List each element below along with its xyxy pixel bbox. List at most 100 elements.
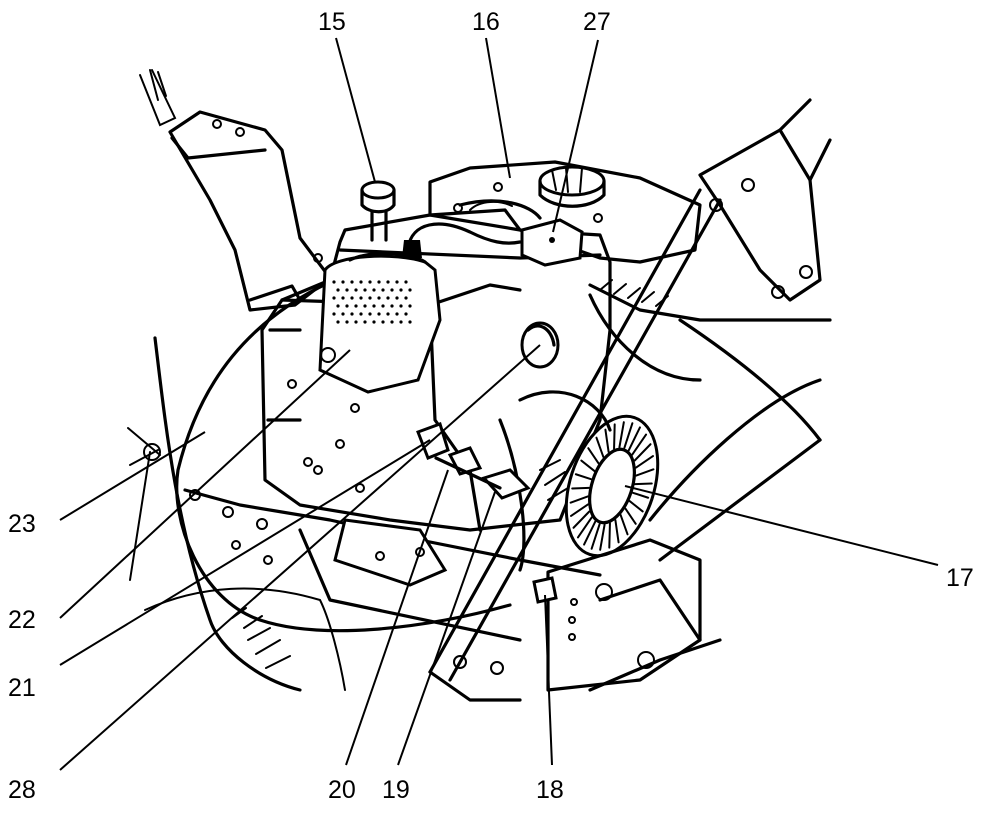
starter-fin bbox=[570, 503, 589, 517]
throttle-lever bbox=[416, 422, 531, 500]
starter-fin bbox=[628, 500, 644, 513]
starter-fin bbox=[633, 443, 652, 462]
perforation-dot bbox=[354, 288, 358, 292]
callout-22: 22 bbox=[8, 606, 36, 634]
control-linkage bbox=[588, 98, 832, 382]
callout-23: 23 bbox=[8, 510, 36, 538]
muffler-perforations bbox=[332, 280, 412, 324]
wheel-guard bbox=[588, 318, 822, 692]
perforation-dot bbox=[377, 312, 381, 316]
perforation-dot bbox=[395, 312, 399, 316]
perforation-dot bbox=[368, 280, 372, 284]
perforation-dot bbox=[359, 312, 363, 316]
perforation-dot bbox=[368, 312, 372, 316]
starter-fin bbox=[631, 433, 648, 456]
perforation-dot bbox=[390, 288, 394, 292]
perforation-dot bbox=[336, 304, 340, 308]
spark-plug-wire bbox=[402, 222, 522, 258]
perforation-dot bbox=[386, 280, 390, 284]
starter-fin bbox=[599, 523, 606, 551]
starter-fin bbox=[595, 436, 605, 458]
perforation-dot bbox=[377, 280, 381, 284]
starter-fin bbox=[569, 495, 589, 504]
perforation-dot bbox=[341, 280, 345, 284]
perforation-dot bbox=[381, 320, 385, 324]
recoil-starter bbox=[564, 414, 660, 558]
starter-fin bbox=[627, 426, 641, 452]
perforation-dot bbox=[345, 288, 349, 292]
perforation-dot bbox=[345, 304, 349, 308]
callout-27: 27 bbox=[583, 8, 611, 36]
perforation-dot bbox=[359, 296, 363, 300]
discharge-chute bbox=[139, 69, 332, 312]
fuel-cap bbox=[538, 165, 606, 208]
starter-fin bbox=[604, 428, 610, 454]
perforation-dot bbox=[372, 320, 376, 324]
perforation-dot bbox=[350, 296, 354, 300]
perforation-dot bbox=[350, 280, 354, 284]
perforation-dot bbox=[408, 288, 412, 292]
perforation-dot bbox=[332, 280, 336, 284]
perforation-dot bbox=[341, 312, 345, 316]
starter-fin bbox=[634, 482, 653, 486]
handle-bar bbox=[428, 188, 722, 702]
starter-fin bbox=[574, 473, 593, 481]
perforation-dot bbox=[336, 320, 340, 324]
perforation-dot bbox=[332, 296, 336, 300]
starter-fin bbox=[580, 459, 596, 472]
starter-fin bbox=[623, 422, 634, 449]
perforation-dot bbox=[332, 312, 336, 316]
callout-17: 17 bbox=[946, 564, 974, 592]
starter-fin bbox=[614, 518, 620, 544]
ignition-key bbox=[520, 218, 584, 267]
perforation-dot bbox=[390, 304, 394, 308]
perforation-dot bbox=[399, 320, 403, 324]
perforation-dot bbox=[368, 296, 372, 300]
perforation-dot bbox=[408, 320, 412, 324]
perforation-dot bbox=[372, 304, 376, 308]
starter-fin bbox=[583, 520, 597, 546]
perforation-dot bbox=[395, 280, 399, 284]
perforation-dot bbox=[359, 280, 363, 284]
starter-fin bbox=[624, 507, 637, 525]
starter-fin bbox=[619, 514, 629, 536]
perforation-dot bbox=[408, 304, 412, 308]
chassis-frame bbox=[183, 488, 602, 642]
starter-fin bbox=[635, 455, 654, 469]
starter-fin bbox=[631, 491, 650, 499]
perforation-dot bbox=[372, 288, 376, 292]
perforation-dot bbox=[363, 288, 367, 292]
starter-fin bbox=[613, 423, 616, 450]
starter-fin bbox=[572, 510, 591, 529]
starter-fins bbox=[569, 421, 655, 551]
perforation-dot bbox=[399, 288, 403, 292]
callout-19: 19 bbox=[382, 776, 410, 804]
muffler bbox=[318, 251, 442, 394]
callout-16: 16 bbox=[472, 8, 500, 36]
callout-28: 28 bbox=[8, 776, 36, 804]
starter-fin bbox=[608, 522, 611, 549]
perforation-dot bbox=[404, 280, 408, 284]
callout-leaders bbox=[59, 37, 939, 771]
callout-21: 21 bbox=[8, 674, 36, 702]
starter-fin bbox=[587, 447, 600, 465]
perforation-dot bbox=[386, 296, 390, 300]
starter-fin bbox=[576, 516, 593, 539]
perforation-dot bbox=[381, 288, 385, 292]
starter-fin bbox=[590, 523, 601, 550]
perforation-dot bbox=[395, 296, 399, 300]
perforation-dot bbox=[381, 304, 385, 308]
perforation-dot bbox=[404, 312, 408, 316]
perforation-dot bbox=[404, 296, 408, 300]
callout-20: 20 bbox=[328, 776, 356, 804]
perforation-dot bbox=[354, 304, 358, 308]
starter-fin bbox=[618, 421, 625, 449]
perforation-dot bbox=[354, 320, 358, 324]
callout-18: 18 bbox=[536, 776, 564, 804]
perforation-dot bbox=[390, 320, 394, 324]
fuel-tank bbox=[428, 160, 702, 264]
perforation-dot bbox=[377, 296, 381, 300]
drive-side-panel bbox=[532, 538, 702, 692]
